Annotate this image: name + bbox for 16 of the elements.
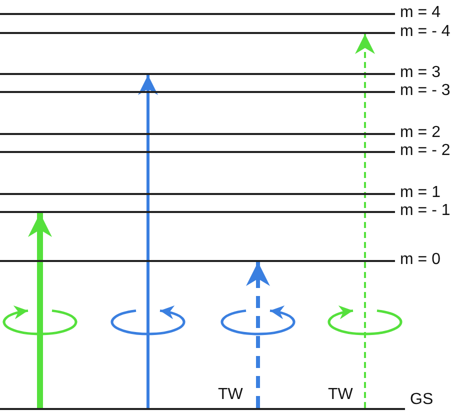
level-label: m = - 2: [400, 142, 450, 160]
level-label: m = 4: [400, 4, 440, 22]
level-label: m = - 4: [400, 23, 450, 41]
level-label: m = 0: [400, 251, 440, 269]
level-label: m = 2: [400, 124, 440, 142]
transition-arrow: [355, 34, 375, 408]
level-label: m = - 3: [400, 82, 450, 100]
state-label: GS: [410, 391, 434, 409]
level-label: m = 1: [400, 184, 440, 202]
level-label: m = - 1: [400, 202, 450, 220]
level-label: m = 3: [400, 64, 440, 82]
transition-label: TW: [218, 386, 243, 404]
transition-label: TW: [328, 386, 353, 404]
transition-arrow: [138, 75, 158, 408]
transition-arrow: [28, 213, 52, 408]
transition-arrow: [246, 262, 270, 408]
